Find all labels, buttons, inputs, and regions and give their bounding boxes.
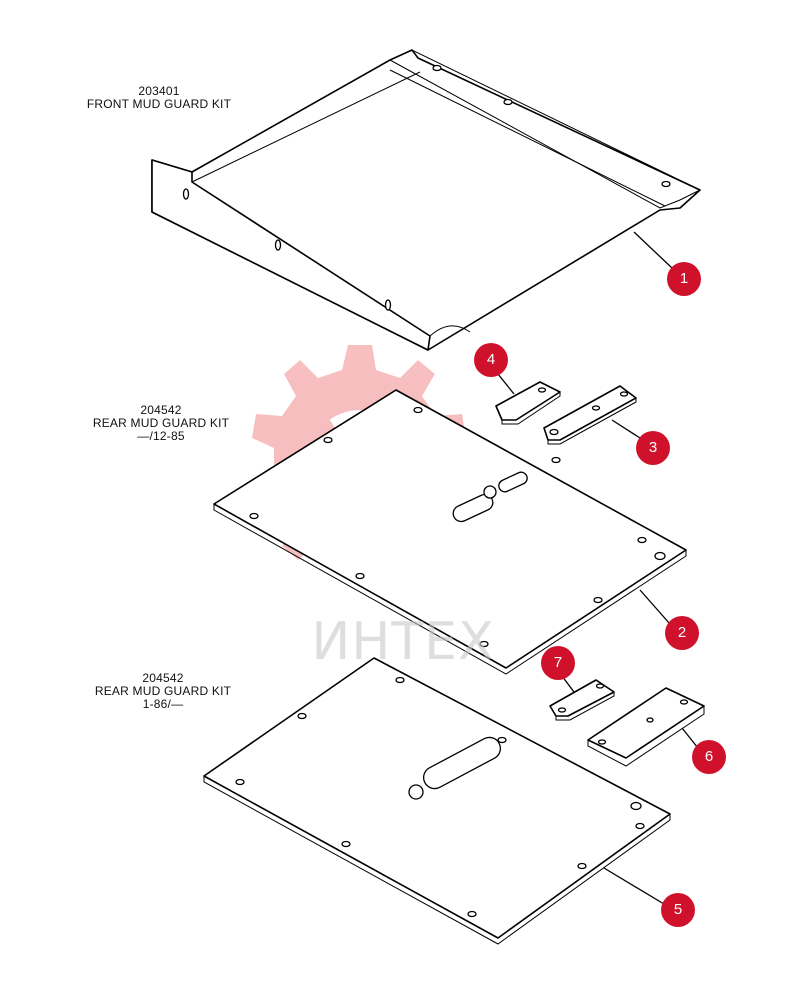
kit-note: —/12-85 [137, 429, 185, 443]
callout-4: 4 [474, 343, 508, 377]
leader-line-1 [633, 231, 673, 269]
leader-line-4 [497, 373, 515, 395]
kit-name: REAR MUD GUARD KIT [92, 416, 230, 430]
leader-lines [497, 231, 699, 905]
kit-part-number: 204542 [142, 671, 184, 685]
callout-5: 5 [661, 893, 695, 927]
part-5-rear-mud-guard-plate [203, 657, 671, 945]
kit-label-front: 203401 FRONT MUD GUARD KIT [74, 85, 244, 111]
kit-label-rear-early: 204542 REAR MUD GUARD KIT —/12-85 [76, 404, 246, 443]
callout-2: 2 [665, 616, 699, 650]
kit-name: FRONT MUD GUARD KIT [86, 97, 232, 111]
leader-line-2 [639, 589, 671, 625]
part-1-front-mud-guard [151, 49, 702, 351]
callout-6: 6 [692, 740, 726, 774]
leader-line-5 [603, 867, 665, 905]
leader-line-6 [681, 727, 699, 749]
watermark-text: ИНТЕХ [311, 612, 495, 672]
part-3-long-bracket [543, 385, 637, 445]
callout-1: 1 [667, 262, 701, 296]
part-2-rear-mud-guard-plate [213, 389, 687, 675]
kit-note: 1-86/— [142, 697, 184, 711]
kit-name: REAR MUD GUARD KIT [94, 684, 232, 698]
kit-part-number: 204542 [140, 403, 182, 417]
part-7-small-bracket [549, 679, 615, 721]
part-4-small-bracket [495, 381, 561, 425]
kit-part-number: 203401 [138, 84, 180, 98]
callout-3: 3 [636, 431, 670, 465]
kit-label-rear-late: 204542 REAR MUD GUARD KIT 1-86/— [78, 672, 248, 711]
callout-7: 7 [541, 646, 575, 680]
part-6-bracket-plate [587, 687, 705, 767]
leader-line-3 [611, 419, 641, 439]
